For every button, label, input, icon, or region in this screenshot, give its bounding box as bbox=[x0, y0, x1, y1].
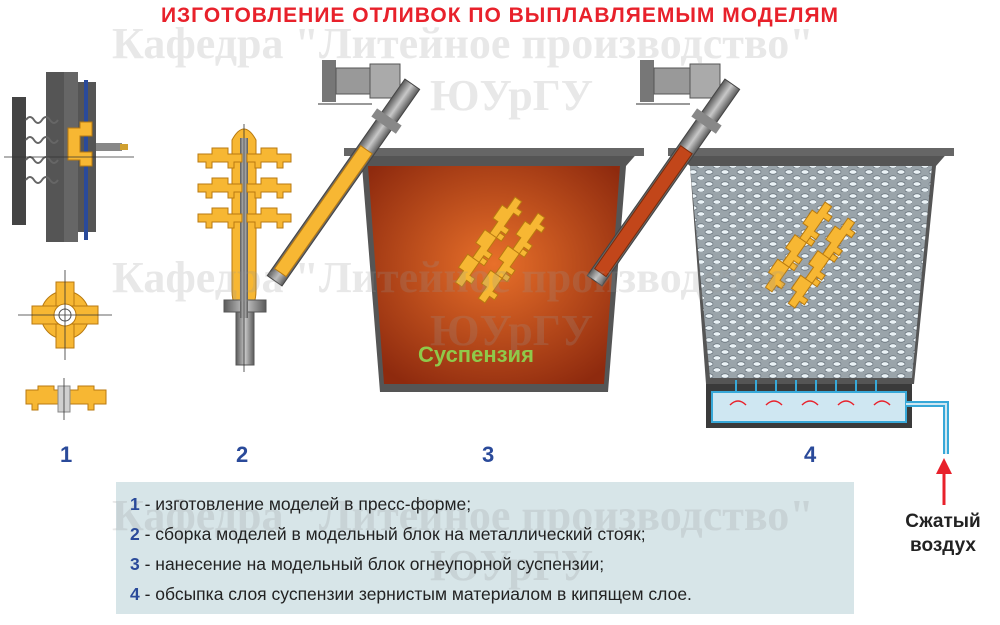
dipping-arm-3 bbox=[266, 60, 550, 307]
legend-item: 2 - сборка моделей в модельный блок на м… bbox=[130, 524, 646, 544]
dipping-arm-4 bbox=[586, 60, 860, 312]
compressed-air-label: Сжатый воздух bbox=[905, 511, 981, 556]
step-number-1: 1 bbox=[60, 442, 73, 467]
press-form bbox=[4, 72, 134, 242]
suspension-label: Суспензия bbox=[418, 342, 534, 367]
step-number-2: 2 bbox=[236, 442, 249, 467]
step-number-3: 3 bbox=[482, 442, 495, 467]
fluidized-bed bbox=[668, 148, 954, 454]
model-cross-section bbox=[18, 270, 112, 360]
legend-item: 4 - обсыпка слоя суспензии зернистым мат… bbox=[130, 584, 692, 604]
model-cluster bbox=[197, 124, 292, 372]
legend-box bbox=[116, 482, 854, 614]
step-number-4: 4 bbox=[804, 442, 817, 467]
model-side-view bbox=[25, 378, 107, 420]
legend-item: 1 - изготовление моделей в пресс-форме; bbox=[130, 494, 472, 514]
legend-item: 3 - нанесение на модельный блок огнеупор… bbox=[130, 554, 605, 574]
air-arrow bbox=[936, 458, 952, 505]
diagram-title: ИЗГОТОВЛЕНИЕ ОТЛИВОК ПО ВЫПЛАВЛЯЕМЫМ МОД… bbox=[160, 4, 840, 27]
